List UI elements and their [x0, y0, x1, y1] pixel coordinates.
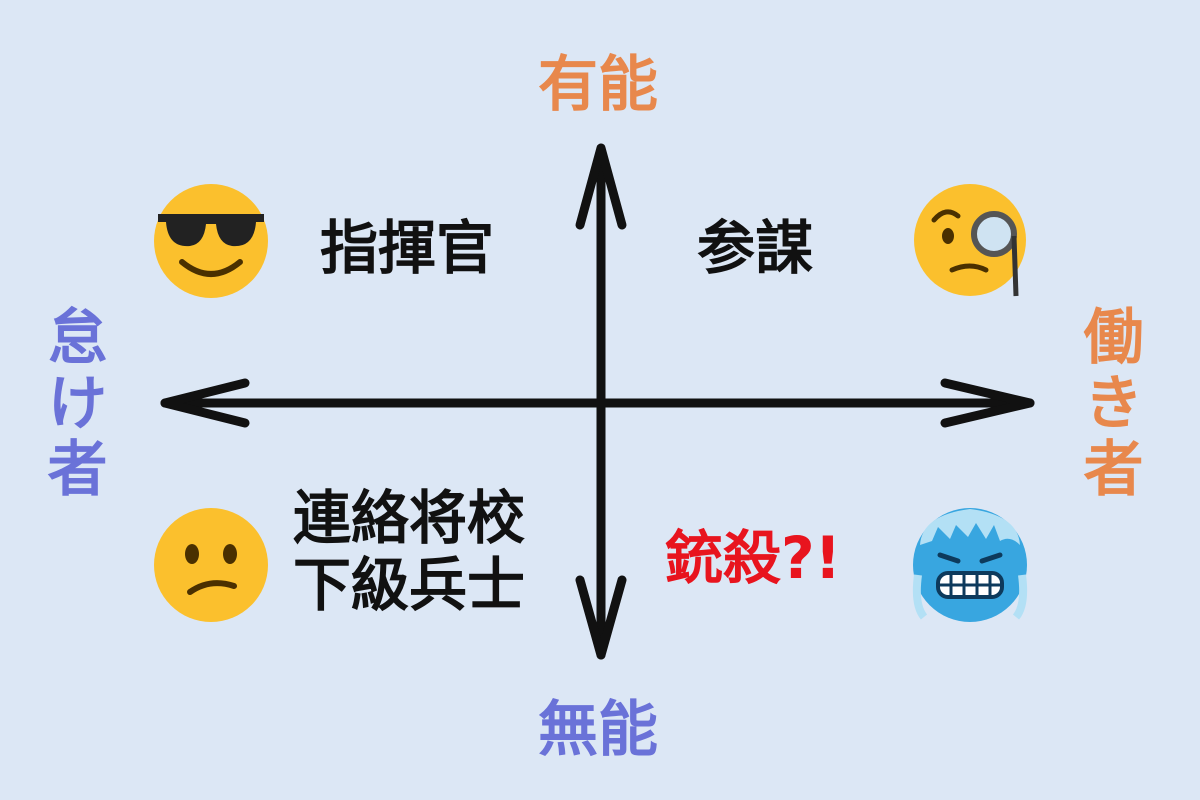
axis-label-hardworking: 働き者 [1073, 305, 1143, 503]
quadrant-label-liaison-soldier: 連絡将校 下級兵士 [293, 485, 525, 618]
axis-label-incapable: 無能 [538, 695, 658, 765]
confused-face-icon [154, 508, 268, 622]
arrow-down [575, 575, 627, 660]
low-rank-soldier-text: 下級兵士 [293, 550, 526, 619]
arrow-right [940, 378, 1035, 428]
sunglasses-face-icon [154, 184, 268, 298]
quadrant-label-commander: 指揮官 [320, 214, 495, 282]
liaison-officer-text: 連絡将校 [293, 484, 526, 552]
axis-label-lazy: 怠け者 [37, 305, 107, 503]
quadrant-label-staff-officer: 参謀 [697, 214, 814, 282]
arrow-left [160, 378, 250, 428]
monocle-face-icon [914, 184, 1026, 297]
arrow-up [575, 143, 627, 230]
axis-label-capable: 有能 [538, 50, 658, 120]
cold-face-icon [912, 508, 1028, 622]
quadrant-label-execution: 銃殺?! [665, 524, 842, 592]
